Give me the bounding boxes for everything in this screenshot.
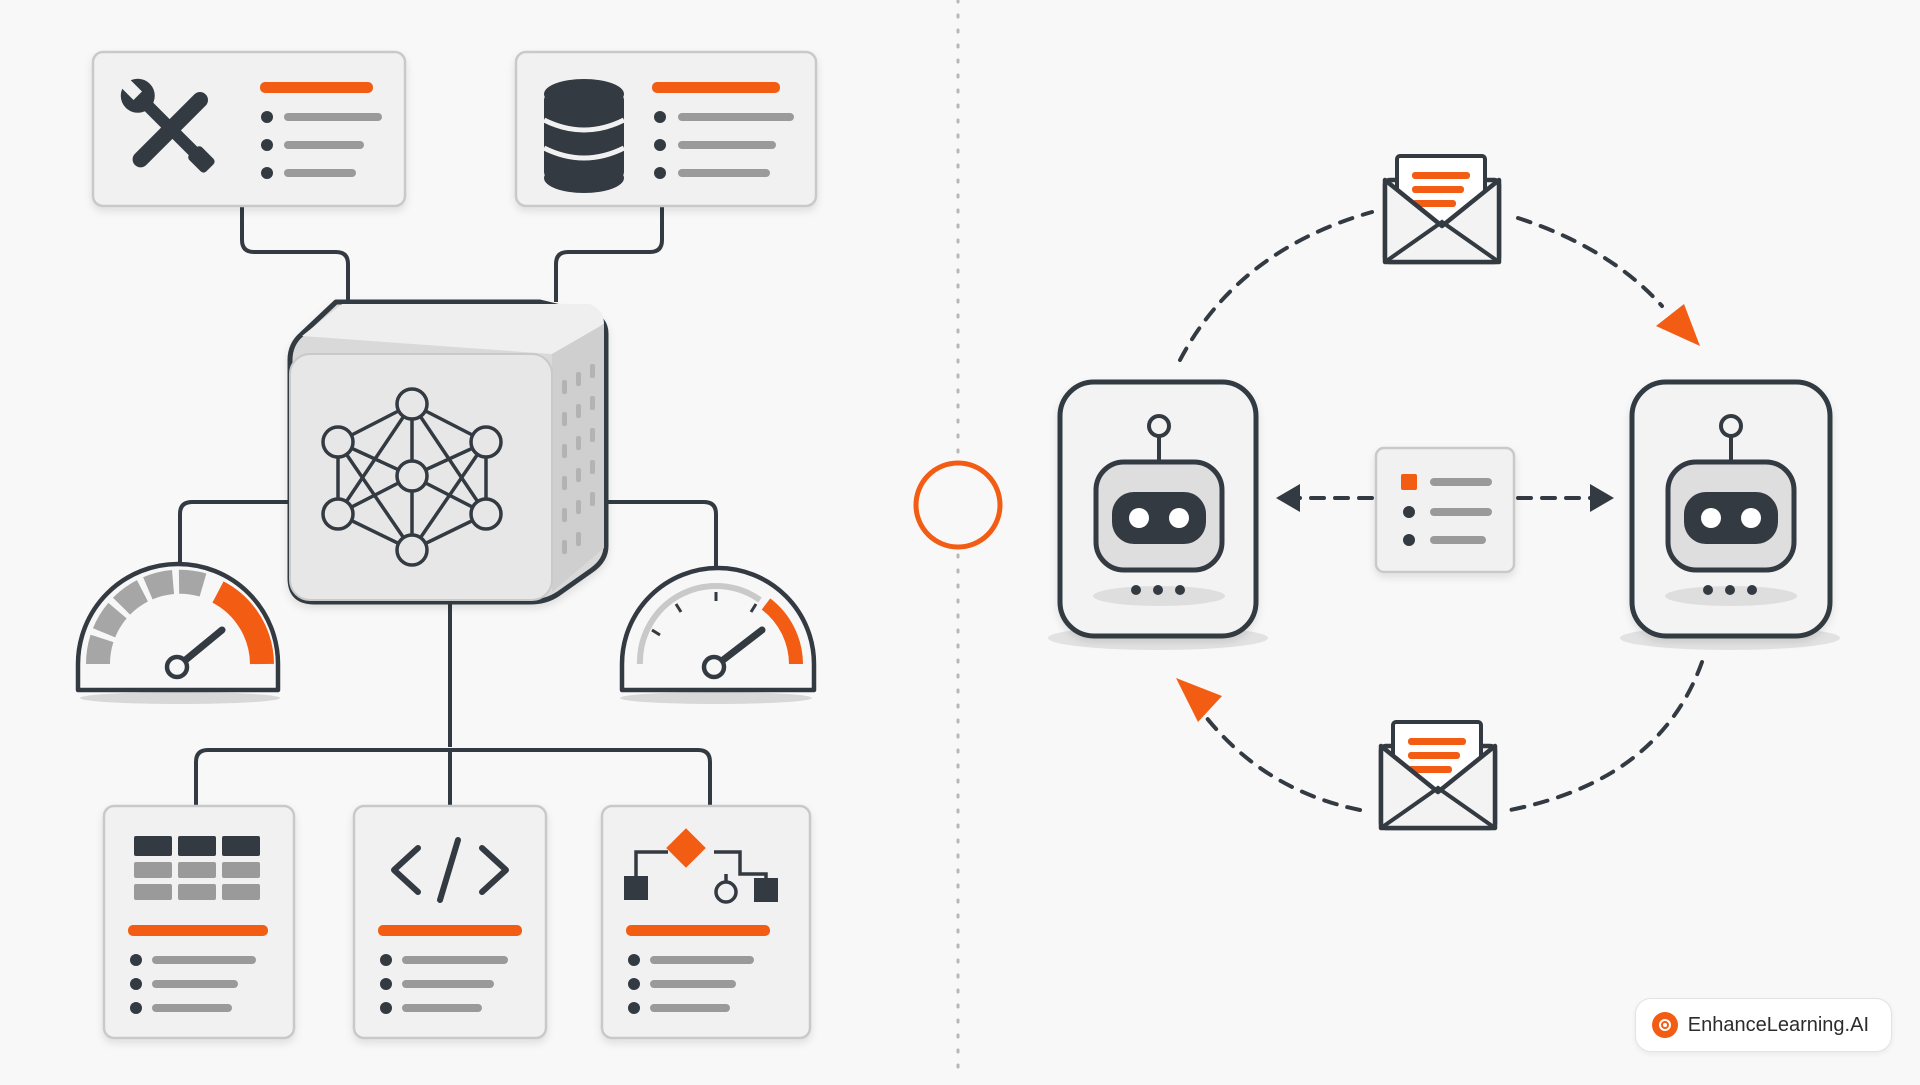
neural-network-icon (321, 387, 503, 567)
core-block (287, 299, 609, 605)
tools-icon (119, 77, 215, 173)
envelope-icon (1382, 154, 1502, 265)
brand-badge: EnhanceLearning.AI (1634, 998, 1892, 1052)
robot-icon (1093, 414, 1225, 606)
message-card-icon (1374, 446, 1516, 574)
robot-icon (1665, 414, 1797, 606)
table-card (102, 804, 296, 1040)
communication-flows (1178, 210, 1704, 812)
gauge-left (75, 561, 281, 704)
code-card (352, 804, 548, 1040)
tools-card (91, 50, 407, 208)
connector-lines (178, 206, 718, 806)
database-card (514, 50, 818, 208)
flowchart-icon (624, 828, 778, 904)
arrow-head-bottom (1176, 678, 1222, 722)
arrow-head-top (1656, 304, 1700, 346)
database-icon (542, 79, 626, 193)
gauge-right (619, 565, 817, 704)
agent-left (1048, 379, 1268, 650)
table-icon (134, 836, 260, 900)
brand-label: EnhanceLearning.AI (1687, 1013, 1869, 1036)
circle-marker (913, 460, 1003, 550)
envelope-icon (1378, 720, 1498, 831)
arrow-head-right (1590, 484, 1614, 512)
code-icon (391, 837, 509, 903)
agent-right (1620, 379, 1840, 650)
arrow-head-left (1276, 484, 1300, 512)
flowchart-card (600, 804, 812, 1040)
target-logo-icon (1651, 1012, 1678, 1038)
